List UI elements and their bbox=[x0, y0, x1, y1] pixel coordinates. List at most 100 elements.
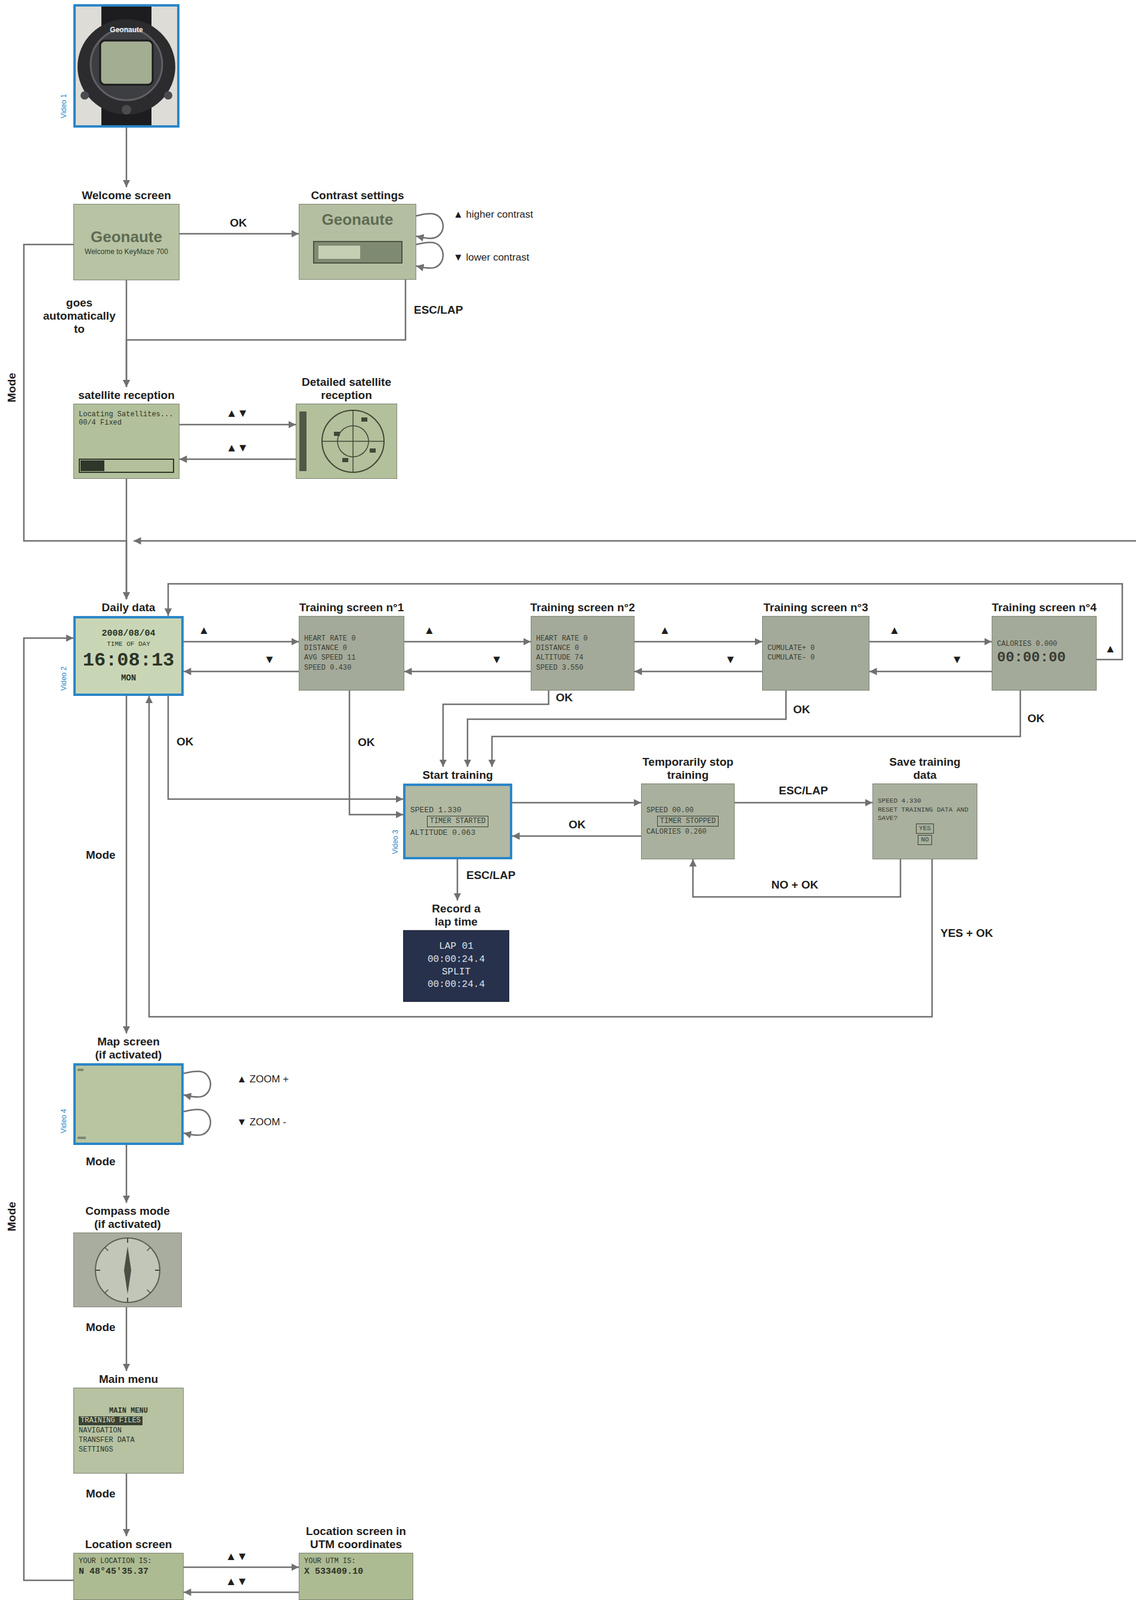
screen-text: TIMER STARTED bbox=[426, 815, 489, 827]
screen-text: Geonaute bbox=[322, 210, 394, 229]
edge-label: NO + OK bbox=[770, 878, 820, 892]
screen-fill bbox=[403, 930, 510, 1002]
screen-text: TRANSFER DATA bbox=[78, 1435, 135, 1445]
compass-needle bbox=[124, 1246, 132, 1295]
screen-text: NAVIGATION bbox=[78, 1426, 122, 1435]
progress-frame bbox=[79, 459, 174, 473]
flow-arrow bbox=[634, 670, 763, 673]
screen-title: Contrast settings bbox=[292, 189, 424, 203]
screen-title: satellite reception bbox=[60, 388, 193, 402]
screen-text: SPEED 1.330 bbox=[410, 805, 462, 816]
screen-text: RESET TRAINING DATA AND SAVE? bbox=[877, 806, 973, 822]
screen-fills bbox=[73, 203, 1097, 1600]
flow-arrow bbox=[179, 458, 296, 461]
screen-node: Record a lap timeLAP 0100:00:24.4SPLIT00… bbox=[403, 902, 510, 1002]
screen-text: AVG SPEED 11 bbox=[304, 653, 356, 662]
contrast-bar bbox=[313, 241, 402, 263]
edge-label: Mode bbox=[5, 1200, 19, 1233]
flow-arrow bbox=[456, 859, 459, 901]
screen-fill bbox=[73, 203, 180, 281]
edge-label: ▼ bbox=[262, 652, 277, 667]
screen-title: Location screen bbox=[69, 1537, 189, 1552]
screen-text: NO bbox=[917, 834, 932, 845]
screen-text: 00:00:24.4 bbox=[427, 954, 485, 966]
flow-arrow bbox=[179, 423, 296, 426]
screen-text: Geonaute bbox=[90, 227, 163, 247]
flow-arrow bbox=[183, 1071, 211, 1097]
screen-node: Detailed satellite reception bbox=[295, 375, 398, 479]
screen-fill bbox=[295, 403, 398, 479]
screen-title: Welcome screen bbox=[66, 189, 187, 203]
dial bbox=[95, 1237, 160, 1303]
lcd-screen: LAP 0100:00:24.4SPLIT00:00:24.4 bbox=[403, 930, 510, 1002]
lcd-screen: Geonaute bbox=[298, 203, 417, 280]
lcd-screen: HEART RATE 0DISTANCE 0ALTITUDE 74SPEED 3… bbox=[530, 616, 635, 691]
screen-text: HEART RATE 0 bbox=[304, 634, 356, 643]
screen-title: Training screen n°3 bbox=[744, 601, 888, 615]
screen-text: SPEED 4.330 bbox=[877, 797, 922, 806]
lcd-screen: SPEED 4.330RESET TRAINING DATA AND SAVE?… bbox=[872, 783, 978, 860]
screen-title: Location screen in UTM coordinates bbox=[302, 1524, 410, 1552]
screen-node: Welcome screenGeonauteWelcome to KeyMaze… bbox=[73, 189, 180, 281]
screen-fill bbox=[73, 1552, 184, 1600]
progress-bar bbox=[79, 459, 174, 473]
flow-arrow bbox=[869, 641, 992, 643]
flow-arrow bbox=[404, 641, 531, 643]
screen-node: Start trainingSPEED 1.330TIMER STARTEDAL… bbox=[403, 768, 513, 860]
flow-arrow bbox=[692, 859, 901, 897]
screen-fill bbox=[298, 1552, 414, 1600]
satellite-mark bbox=[361, 417, 368, 422]
flow-arrow bbox=[168, 695, 404, 800]
lcd-screen: GeonauteWelcome to KeyMaze 700 bbox=[73, 203, 180, 281]
edge-label: OK bbox=[554, 691, 575, 705]
screen-fill bbox=[762, 616, 870, 691]
screen-text: TIMER STOPPED bbox=[657, 815, 720, 827]
map-mark bbox=[77, 1136, 86, 1139]
screen-text: SETTINGS bbox=[78, 1445, 114, 1454]
screen-fill bbox=[403, 783, 513, 860]
screen-node: satellite receptionLocating Satellites..… bbox=[73, 388, 180, 479]
photo-ground bbox=[73, 4, 180, 128]
screen-fill bbox=[73, 403, 180, 479]
flow-arrow bbox=[183, 1109, 211, 1135]
screen-text: SPLIT bbox=[441, 966, 471, 978]
screen-title: Main menu bbox=[69, 1372, 189, 1386]
flow-arrow bbox=[416, 242, 444, 268]
edge-label: OK bbox=[791, 703, 812, 717]
screen-text: MAIN MENU bbox=[109, 1406, 148, 1416]
edge-label: ▲ bbox=[887, 623, 902, 637]
flow-arrow bbox=[183, 1566, 299, 1569]
watch-photo bbox=[73, 4, 180, 128]
screen-text: 2008/08/04 bbox=[101, 628, 156, 640]
screen-text: TIME OF DAY bbox=[106, 640, 151, 649]
satellite-mark bbox=[342, 457, 349, 463]
screen-title: Training screen n°1 bbox=[280, 601, 424, 615]
screen-node: Temporarily stop trainingSPEED 00.00TIME… bbox=[641, 755, 735, 860]
compass-dial bbox=[95, 1237, 160, 1303]
edge-label: ▼ bbox=[490, 652, 504, 667]
flow-arrow bbox=[179, 233, 299, 235]
connectors bbox=[23, 127, 1123, 1593]
edge-label: ▼ lower contrast bbox=[452, 251, 531, 264]
edge-label: ▲▼ bbox=[224, 1574, 250, 1589]
edge-label: ESC/LAP bbox=[465, 868, 517, 882]
screen-title: Start training bbox=[398, 768, 518, 782]
edge-label: OK bbox=[567, 818, 588, 832]
screen-fill bbox=[73, 616, 184, 696]
edge-label: ▲ bbox=[197, 623, 212, 637]
satellite-mark bbox=[333, 431, 340, 436]
flow-arrow bbox=[467, 690, 786, 767]
lcd-screen: YOUR UTM IS:X 533409.10 bbox=[298, 1552, 414, 1600]
edge-label: ▲ bbox=[422, 623, 437, 637]
flow-arrow bbox=[512, 802, 642, 804]
flow-arrow bbox=[404, 670, 531, 673]
screen-text: CALORIES 0.260 bbox=[646, 827, 707, 837]
edge-label: ▲ ZOOM + bbox=[235, 1073, 290, 1086]
screen-text: YES bbox=[915, 823, 934, 834]
screen-fill bbox=[530, 616, 635, 691]
map-mark bbox=[77, 1068, 84, 1072]
flow-arrow bbox=[491, 690, 1021, 767]
dial-tick bbox=[147, 1247, 151, 1252]
